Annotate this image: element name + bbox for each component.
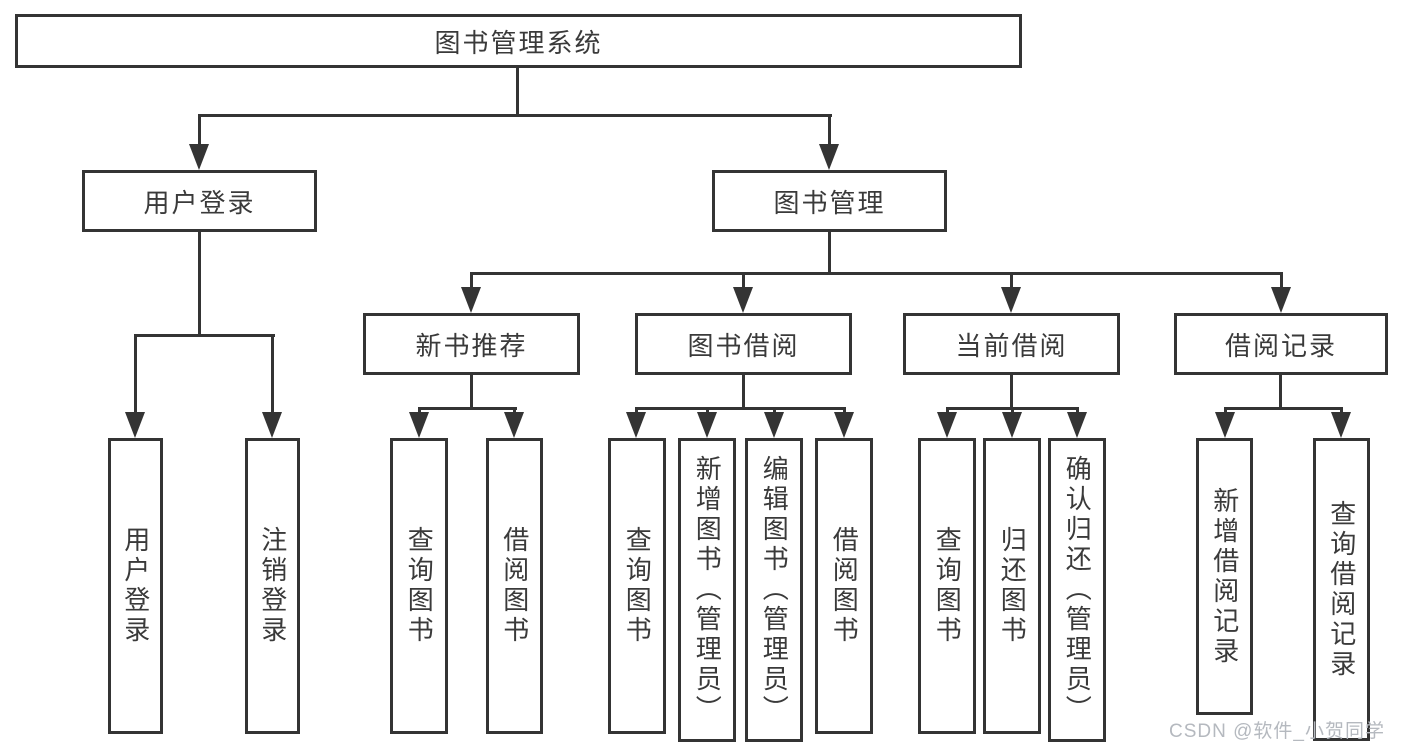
connector-to-current-borrow	[1010, 272, 1013, 289]
arrowhead-to-leaf-login	[125, 412, 145, 438]
node-root: 图书管理系统	[15, 14, 1022, 68]
leaf-bb-borrow-books-label: 借阅图书	[829, 526, 860, 646]
arrowhead-to-new-book-recommend	[461, 287, 481, 313]
node-book-management-label: 图书管理	[773, 187, 886, 218]
connector-to-leaf-bb-query	[635, 407, 638, 414]
leaf-br-query-record: 查询借阅记录	[1313, 438, 1370, 741]
connector-to-leaf-nb-query	[418, 407, 421, 414]
leaf-cb-return-books-label: 归还图书	[997, 526, 1028, 646]
connector-to-leaf-bb-add	[706, 407, 709, 414]
leaf-bb-query-books-label: 查询图书	[622, 526, 653, 646]
connector-to-leaf-cb-query	[946, 407, 949, 414]
leaf-bb-edit-books-admin: 编辑图书（管理员）	[745, 438, 803, 742]
arrowhead-to-leaf-br-add	[1215, 412, 1235, 438]
leaf-cb-query-books-label: 查询图书	[932, 526, 963, 646]
arrowhead-to-leaf-logout	[262, 412, 282, 438]
node-new-book-recommend-label: 新书推荐	[415, 330, 528, 361]
connector-user-login-stub	[198, 232, 201, 336]
leaf-logout-login-label: 注销登录	[257, 526, 288, 646]
watermark-csdn: CSDN @软件_小贺同学	[1169, 721, 1385, 742]
leaf-cb-return-books: 归还图书	[983, 438, 1041, 734]
arrowhead-to-borrow-records	[1271, 287, 1291, 313]
connector-root-stub	[516, 68, 519, 115]
leaf-nb-query-books: 查询图书	[390, 438, 448, 734]
arrowhead-to-leaf-bb-add	[697, 412, 717, 438]
leaf-user-login: 用户登录	[108, 438, 163, 734]
leaf-br-add-record: 新增借阅记录	[1196, 438, 1253, 715]
arrowhead-to-leaf-cb-query	[937, 412, 957, 438]
leaf-bb-add-books-admin-label: 新增图书（管理员）	[692, 455, 723, 725]
connector-to-leaf-cb-return	[1011, 407, 1014, 414]
connector-to-book-management	[828, 114, 831, 147]
connector-book-borrow-branch	[635, 407, 846, 410]
leaf-cb-confirm-return-admin-label: 确认归还（管理员）	[1062, 455, 1093, 725]
node-root-label: 图书管理系统	[434, 27, 603, 58]
node-current-borrow: 当前借阅	[903, 313, 1120, 375]
leaf-nb-borrow-books-label: 借阅图书	[499, 526, 530, 646]
node-book-borrow: 图书借阅	[635, 313, 852, 375]
arrowhead-to-leaf-bb-query	[626, 412, 646, 438]
arrowhead-to-leaf-cb-return	[1002, 412, 1022, 438]
connector-to-book-borrow	[742, 272, 745, 289]
node-new-book-recommend: 新书推荐	[363, 313, 580, 375]
connector-to-leaf-br-query	[1340, 407, 1343, 414]
arrowhead-to-leaf-cb-confirm	[1067, 412, 1087, 438]
arrowhead-to-leaf-bb-edit	[764, 412, 784, 438]
arrowhead-to-book-borrow	[733, 287, 753, 313]
leaf-logout-login: 注销登录	[245, 438, 300, 734]
arrowhead-to-user-login	[189, 144, 209, 170]
leaf-nb-borrow-books: 借阅图书	[486, 438, 543, 734]
connector-book-management-stub	[828, 232, 831, 274]
connector-root-branch	[198, 114, 832, 117]
connector-user-login-branch	[134, 334, 275, 337]
arrowhead-to-book-management	[819, 144, 839, 170]
leaf-bb-edit-books-admin-label: 编辑图书（管理员）	[759, 455, 790, 725]
leaf-bb-query-books: 查询图书	[608, 438, 666, 734]
node-user-login-label: 用户登录	[143, 187, 256, 218]
connector-to-user-login	[198, 114, 201, 147]
connector-book-borrow-stub	[742, 375, 745, 409]
arrowhead-to-leaf-br-query	[1331, 412, 1351, 438]
connector-book-management-branch	[470, 272, 1283, 275]
connector-to-leaf-bb-edit	[773, 407, 776, 414]
connector-new-book-recommend-stub	[470, 375, 473, 409]
leaf-bb-add-books-admin: 新增图书（管理员）	[678, 438, 736, 742]
connector-to-leaf-login	[134, 334, 137, 414]
connector-to-leaf-br-add	[1224, 407, 1227, 414]
connector-to-leaf-nb-borrow	[513, 407, 516, 414]
node-book-management: 图书管理	[712, 170, 947, 232]
node-borrow-records: 借阅记录	[1174, 313, 1388, 375]
arrowhead-to-leaf-bb-borrow	[834, 412, 854, 438]
connector-borrow-records-branch	[1224, 407, 1343, 410]
connector-to-borrow-records	[1280, 272, 1283, 289]
connector-new-book-recommend-branch	[418, 407, 517, 410]
connector-to-new-book-recommend	[470, 272, 473, 289]
arrowhead-to-current-borrow	[1001, 287, 1021, 313]
leaf-br-query-record-label: 查询借阅记录	[1326, 499, 1357, 680]
connector-to-leaf-bb-borrow	[843, 407, 846, 414]
connector-to-leaf-logout	[271, 334, 274, 414]
node-borrow-records-label: 借阅记录	[1224, 330, 1337, 361]
node-user-login: 用户登录	[82, 170, 317, 232]
leaf-br-add-record-label: 新增借阅记录	[1209, 486, 1240, 667]
node-current-borrow-label: 当前借阅	[955, 330, 1068, 361]
connector-current-borrow-stub	[1010, 375, 1013, 409]
arrowhead-to-leaf-nb-query	[409, 412, 429, 438]
leaf-user-login-label: 用户登录	[120, 526, 151, 646]
leaf-cb-query-books: 查询图书	[918, 438, 976, 734]
arrowhead-to-leaf-nb-borrow	[504, 412, 524, 438]
node-book-borrow-label: 图书借阅	[687, 330, 800, 361]
leaf-cb-confirm-return-admin: 确认归还（管理员）	[1048, 438, 1106, 742]
connector-to-leaf-cb-confirm	[1076, 407, 1079, 414]
leaf-bb-borrow-books: 借阅图书	[815, 438, 873, 734]
connector-borrow-records-stub	[1279, 375, 1282, 409]
leaf-nb-query-books-label: 查询图书	[404, 526, 435, 646]
